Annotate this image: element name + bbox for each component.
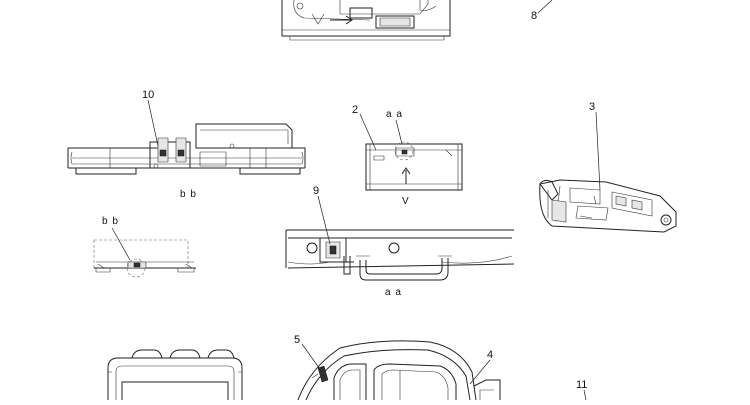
callout-10: 10 bbox=[142, 89, 159, 147]
callout-8: 8 bbox=[531, 0, 553, 22]
bottom-cab-view bbox=[297, 340, 501, 401]
part-9-view bbox=[285, 229, 515, 281]
callout-4-label: 4 bbox=[487, 349, 493, 361]
section-label-bb-under-10: b b bbox=[180, 189, 197, 200]
callout-5: 5 bbox=[294, 334, 323, 373]
part-3-view bbox=[539, 179, 677, 233]
section-label-aa-top: a a bbox=[386, 109, 403, 120]
callout-2: 2 bbox=[352, 104, 377, 151]
view-marker-v: V bbox=[402, 196, 410, 207]
callout-11: 11 bbox=[576, 379, 587, 401]
callout-5-label: 5 bbox=[294, 334, 300, 346]
callout-3-label: 3 bbox=[589, 101, 595, 113]
callout-4: 4 bbox=[469, 349, 493, 385]
callout-2-label: 2 bbox=[352, 104, 358, 116]
callout-9-label: 9 bbox=[313, 185, 319, 197]
callout-9: 9 bbox=[313, 185, 331, 245]
callout-10-label: 10 bbox=[142, 89, 154, 101]
section-label-aa-under-9: a a bbox=[385, 287, 402, 298]
part-2-view bbox=[365, 141, 463, 191]
section-bb-left: b b bbox=[102, 216, 131, 261]
detail-bb-view bbox=[93, 239, 196, 278]
part-10-view bbox=[67, 123, 306, 175]
bottom-left-frame bbox=[107, 349, 243, 400]
section-label-bb-left: b b bbox=[102, 216, 119, 227]
callout-11-label: 11 bbox=[576, 379, 587, 391]
callout-3: 3 bbox=[589, 101, 601, 191]
section-aa-top: a a bbox=[386, 109, 403, 145]
top-panel-view bbox=[281, 0, 451, 41]
callout-8-label: 8 bbox=[531, 10, 537, 22]
